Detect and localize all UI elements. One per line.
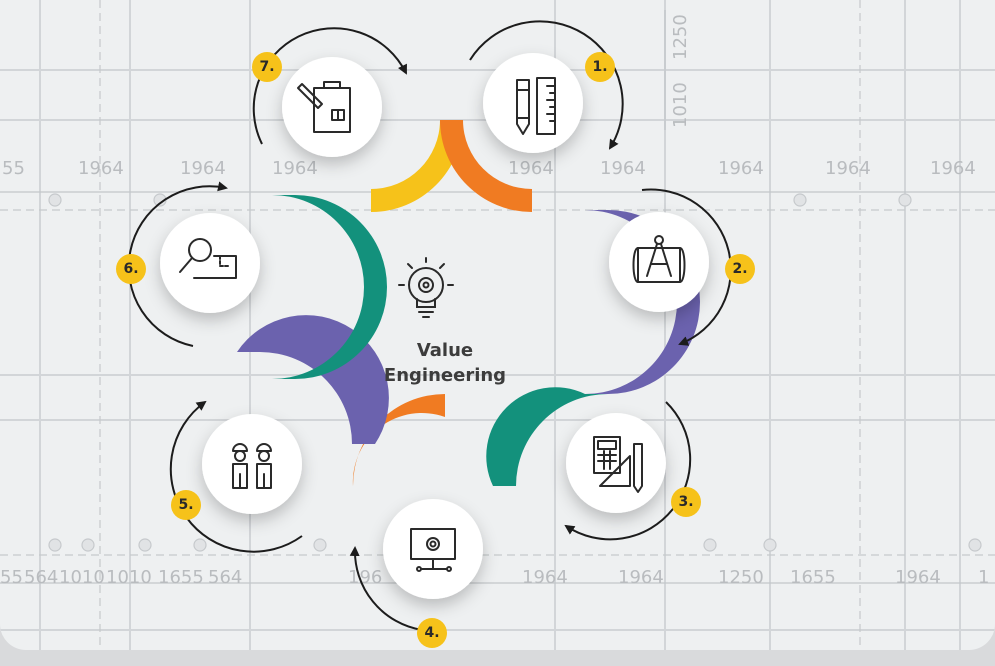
step-number-badge: 7. — [252, 52, 282, 82]
cycle-arrow — [349, 546, 423, 631]
dimension-label: 1 — [978, 567, 990, 588]
step-number-badge: 5. — [171, 490, 201, 520]
dimension-label: 1964 — [825, 158, 871, 179]
ring-segment-orange — [440, 120, 532, 212]
dimension-label: 1964 — [180, 158, 226, 179]
step-number-badge: 1. — [585, 52, 615, 82]
pencil-ruler-icon — [516, 77, 556, 135]
dimension-label: 1964 — [508, 158, 554, 179]
clipboard-plan-icon — [297, 81, 351, 133]
dimension-label: 564 — [24, 567, 59, 588]
center-title-line: Value — [416, 340, 474, 361]
dimension-label: 55 — [0, 567, 23, 588]
magnifier-blueprint-icon — [179, 238, 237, 279]
cycle-arrow — [252, 27, 407, 145]
compass-drawing-icon — [632, 235, 686, 283]
step-circle — [609, 212, 709, 312]
step-circle — [566, 413, 666, 513]
cycle-arrow — [641, 188, 732, 346]
step-circle — [282, 57, 382, 157]
center-title-line: Engineering — [383, 365, 507, 386]
blueprint-lines — [0, 0, 995, 650]
dimension-label: 1964 — [600, 158, 646, 179]
dimension-label: 1964 — [78, 158, 124, 179]
dimension-label: 1964 — [522, 567, 568, 588]
blueprint-background: 55 1964 1964 1964 1964 1964 1964 1964 19… — [0, 0, 995, 650]
value-engineering-diagram — [127, 20, 732, 631]
dimension-label: 1655 — [790, 567, 836, 588]
step-number-badge: 3. — [671, 487, 701, 517]
dimension-label: 55 — [2, 158, 25, 179]
ring-segment-teal — [272, 195, 387, 379]
step-circle — [202, 414, 302, 514]
step-number-badge: 4. — [417, 618, 447, 648]
step-circle — [160, 213, 260, 313]
cycle-arrows — [127, 20, 732, 631]
dimension-label: 1964 — [718, 158, 764, 179]
ring-segment-yellow — [371, 120, 463, 212]
step-circle — [483, 53, 583, 153]
lightbulb-gear-icon — [398, 257, 454, 318]
cycle-arrow — [127, 181, 228, 347]
monitor-settings-icon — [410, 528, 456, 572]
dimension-label: 1010 — [106, 567, 152, 588]
cycle-arrow — [469, 20, 624, 150]
dimension-label: 1964 — [895, 567, 941, 588]
dimension-label: 1964 — [930, 158, 976, 179]
calculator-ruler-icon — [593, 436, 643, 493]
construction-workers-icon — [232, 443, 272, 489]
dimension-label: 1964 — [272, 158, 318, 179]
dimension-label: 1250 — [718, 567, 764, 588]
dimension-label: 1655 — [158, 567, 204, 588]
step-circles — [160, 53, 709, 599]
step-number-badge: 2. — [725, 254, 755, 284]
step-number-badge: 6. — [116, 254, 146, 284]
center-title: Value Engineering — [370, 338, 520, 388]
dimension-label: 1964 — [618, 567, 664, 588]
ring-segment-orange — [330, 394, 445, 486]
dimension-label: 1010 — [59, 567, 105, 588]
dimension-label: 564 — [208, 567, 243, 588]
ring-segment-teal — [486, 387, 608, 486]
